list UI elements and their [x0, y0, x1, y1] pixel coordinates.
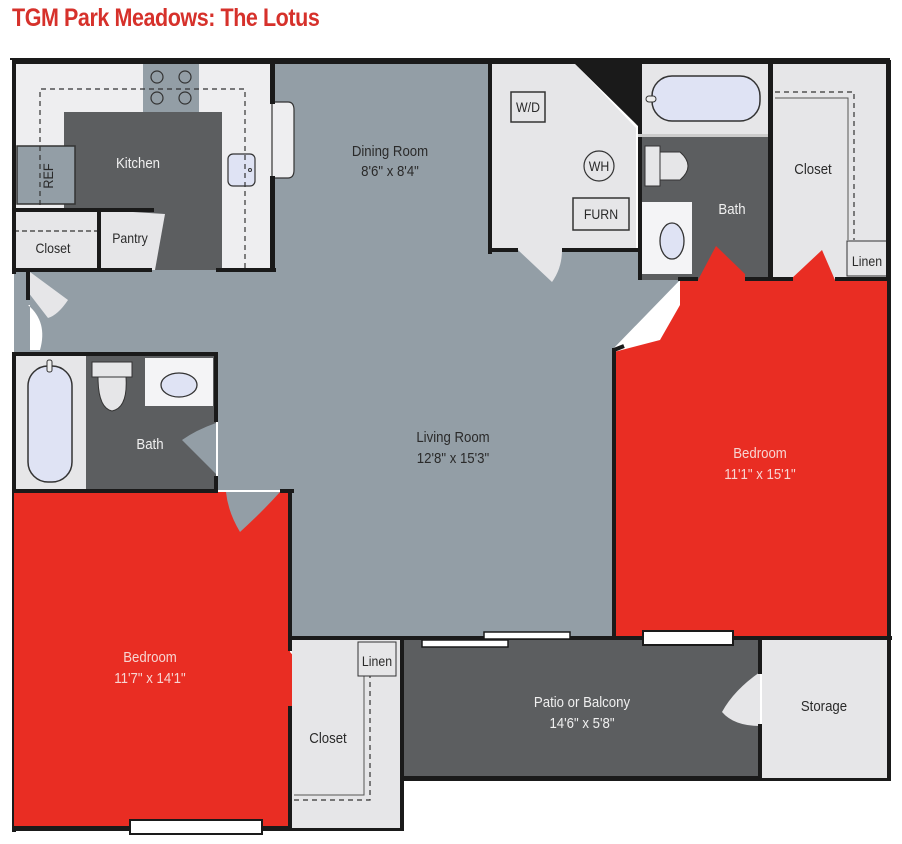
living-room-label: Living Room [416, 429, 490, 446]
water-heater-label: WH [588, 158, 610, 174]
hall-bath-label: Bath [136, 436, 164, 453]
pantry-label: Pantry [112, 230, 148, 246]
master-closet-label: Closet [794, 161, 832, 178]
living-room-size: 12'8" x 15'3" [416, 450, 490, 467]
entry-closet-label: Closet [35, 240, 71, 256]
dining-room-size: 8'6" x 8'4" [361, 163, 419, 180]
bedroom-left-closet-label: Closet [309, 730, 347, 747]
patio-label: Patio or Balcony [533, 694, 631, 711]
bedroom-left-label: Bedroom [123, 649, 177, 666]
floor-plan-title: TGM Park Meadows: The Lotus [12, 4, 320, 32]
storage-label: Storage [800, 698, 848, 715]
bedroom-right-label: Bedroom [733, 445, 787, 462]
bedroom-right-size: 11'1" x 15'1" [724, 466, 796, 483]
kitchen-label: Kitchen [115, 155, 161, 172]
bedroom-left-size: 11'7" x 14'1" [114, 670, 186, 687]
master-bath-label: Bath [718, 201, 746, 218]
master-linen-label: Linen [851, 253, 883, 269]
refrigerator-label: REF [40, 163, 56, 189]
furnace-label: FURN [583, 206, 619, 222]
bedroom-left-linen-label: Linen [361, 653, 393, 669]
washer-dryer-label: W/D [516, 99, 540, 115]
dining-room-label: Dining Room [351, 143, 429, 160]
patio-size: 14'6" x 5'8" [549, 715, 615, 732]
